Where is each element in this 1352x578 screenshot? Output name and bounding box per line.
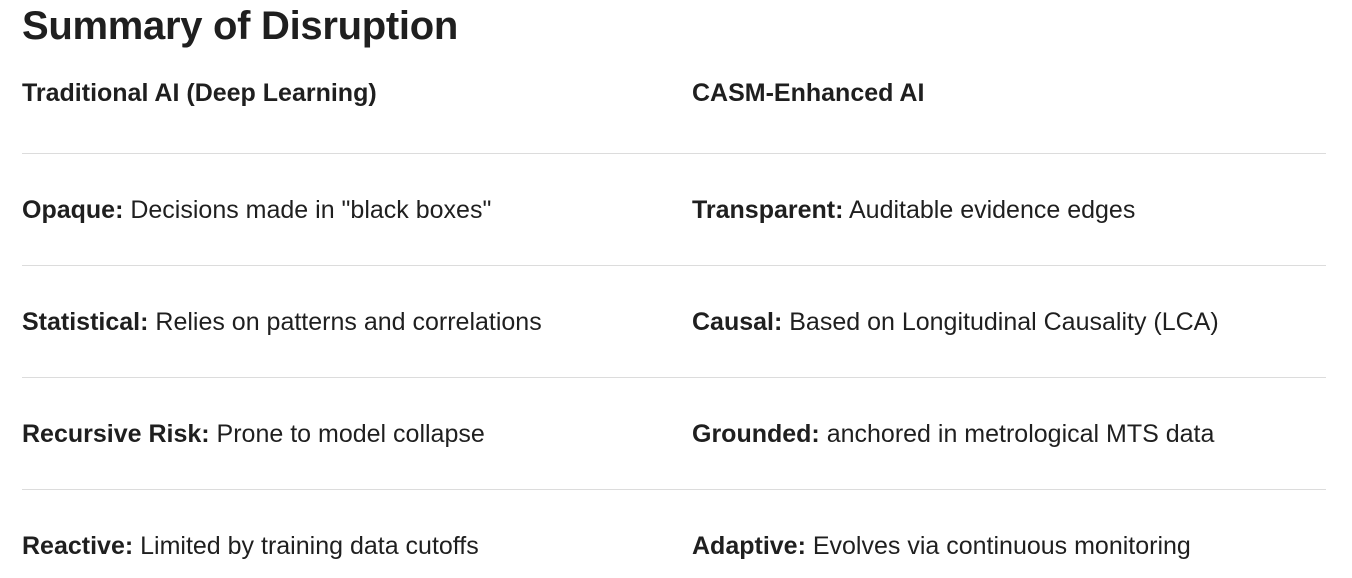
- term-label: Recursive Risk:: [22, 419, 210, 448]
- term-label: Causal:: [692, 307, 783, 336]
- table-cell: Opaque: Decisions made in "black boxes": [22, 195, 692, 225]
- term-label: Transparent:: [692, 195, 844, 224]
- term-description: Auditable evidence edges: [843, 195, 1136, 224]
- comparison-table: Traditional AI (Deep Learning) CASM-Enha…: [22, 66, 1326, 578]
- term-label: Grounded:: [692, 419, 820, 448]
- term-description: Relies on patterns and correlations: [148, 307, 542, 336]
- table-row: Reactive: Limited by training data cutof…: [22, 490, 1326, 578]
- term-description: Decisions made in "black boxes": [123, 195, 492, 224]
- table-cell: Causal: Based on Longitudinal Causality …: [692, 307, 1326, 337]
- table-header-row: Traditional AI (Deep Learning) CASM-Enha…: [22, 66, 1326, 154]
- header-traditional-ai: Traditional AI (Deep Learning): [22, 79, 377, 107]
- table-cell: Transparent: Auditable evidence edges: [692, 195, 1326, 225]
- table-cell: Adaptive: Evolves via continuous monitor…: [692, 531, 1326, 561]
- table-row: Recursive Risk: Prone to model collapse …: [22, 378, 1326, 490]
- term-label: Opaque:: [22, 195, 124, 224]
- term-description: anchored in metrological MTS data: [819, 419, 1215, 448]
- term-description: Prone to model collapse: [209, 419, 485, 448]
- table-cell: Statistical: Relies on patterns and corr…: [22, 307, 692, 337]
- table-row: Statistical: Relies on patterns and corr…: [22, 266, 1326, 378]
- term-label: Reactive:: [22, 532, 134, 560]
- table-row: Opaque: Decisions made in "black boxes" …: [22, 154, 1326, 266]
- term-description: Limited by training data cutoffs: [133, 532, 479, 560]
- term-label: Adaptive:: [692, 532, 806, 560]
- table-cell: Grounded: anchored in metrological MTS d…: [692, 419, 1326, 449]
- header-casm-enhanced-ai: CASM-Enhanced AI: [692, 79, 925, 107]
- term-description: Evolves via continuous monitoring: [805, 532, 1191, 560]
- table-cell: Recursive Risk: Prone to model collapse: [22, 419, 692, 449]
- table-cell: Reactive: Limited by training data cutof…: [22, 531, 692, 561]
- term-label: Statistical:: [22, 307, 149, 336]
- term-description: Based on Longitudinal Causality (LCA): [782, 307, 1219, 336]
- page-title: Summary of Disruption: [22, 4, 458, 48]
